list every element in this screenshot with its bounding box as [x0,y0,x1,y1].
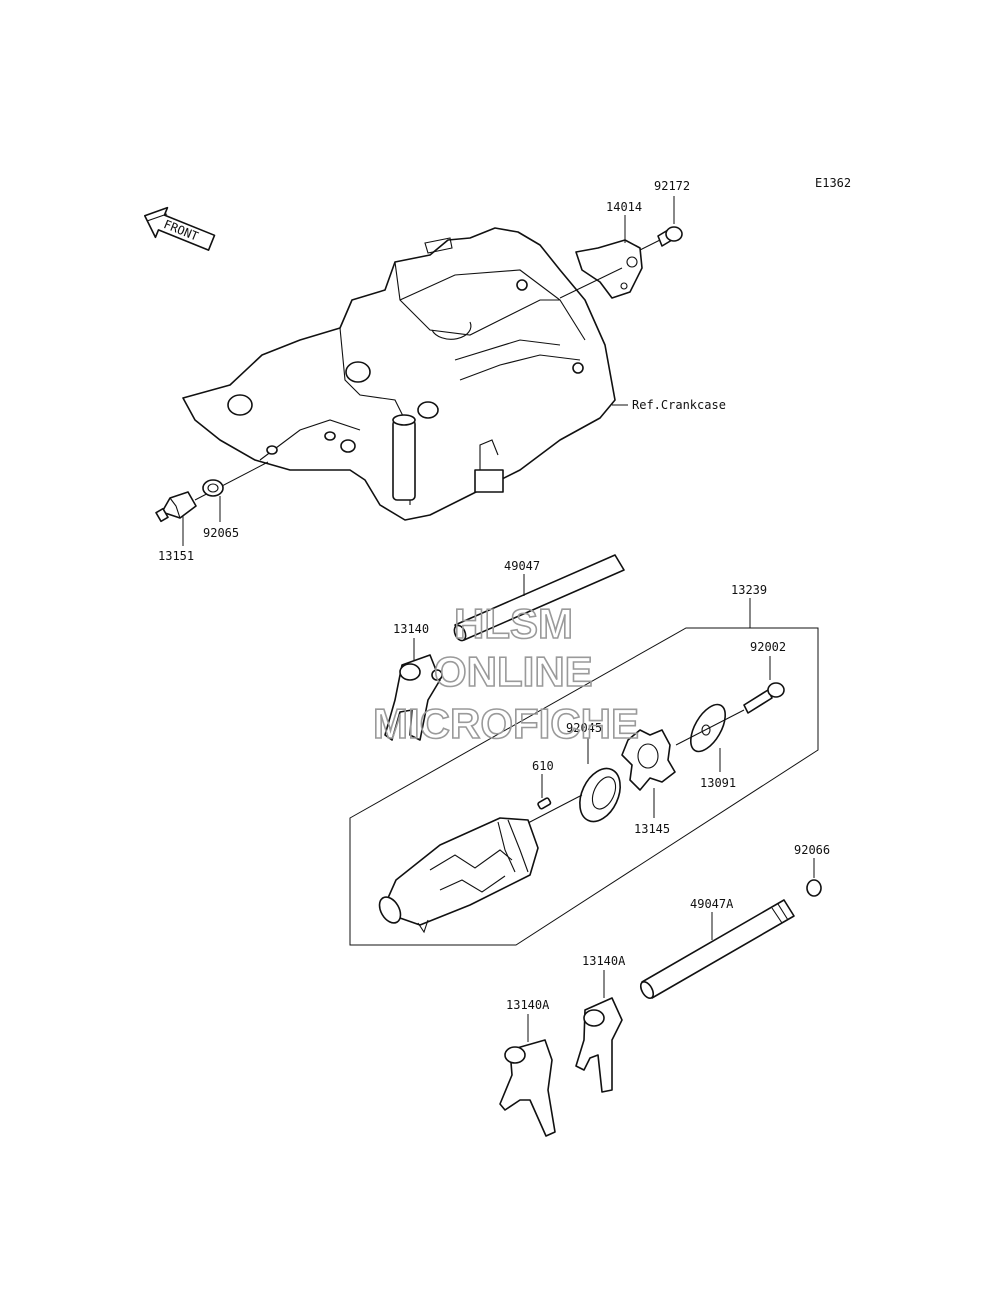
watermark-line1: HLSM [454,600,573,647]
label-14014: 14014 [606,200,642,214]
pin-610 [537,797,552,810]
shift-drum [378,817,539,934]
ref-crankcase-label: Ref.Crankcase [632,398,726,412]
label-92066: 92066 [794,843,830,857]
label-610: 610 [532,759,554,773]
crankcase-drawing [182,227,616,521]
diagram-code: E1362 [815,176,851,190]
label-49047A: 49047A [690,897,734,911]
label-13145: 13145 [634,822,670,836]
watermark-line2: ONLINE [434,648,593,695]
bolt-92002 [743,682,785,714]
assembly-13239-frame [349,627,819,946]
label-13140A-right: 13140A [582,954,626,968]
shaft-49047 [453,554,625,642]
plug-92066 [806,879,822,897]
shaft-49047A [639,899,795,999]
label-92065: 92065 [203,526,239,540]
watermark-line3: MICROFICHE [373,700,639,747]
bolt-92172 [657,226,683,247]
washer-92065 [202,479,224,497]
label-92002: 92002 [750,640,786,654]
label-13239: 13239 [731,583,767,597]
label-92172: 92172 [654,179,690,193]
shift-drum-cam-13145 [621,729,676,791]
shift-fork-13140A-left [499,1039,556,1137]
label-13151: 13151 [158,549,194,563]
bearing-92045 [579,767,621,823]
label-13140: 13140 [393,622,429,636]
label-13140A-left: 13140A [506,998,550,1012]
label-92045: 92045 [566,721,602,735]
plate-14014 [575,239,643,299]
shift-fork-13140 [384,654,443,741]
front-arrow-icon: FRONT [143,206,216,251]
label-49047: 49047 [504,559,540,573]
watermark: HLSM ONLINE MICROFICHE [372,599,640,748]
neutral-switch-13151 [155,491,197,523]
shift-fork-13140A-right [575,997,623,1093]
label-13091: 13091 [700,776,736,790]
